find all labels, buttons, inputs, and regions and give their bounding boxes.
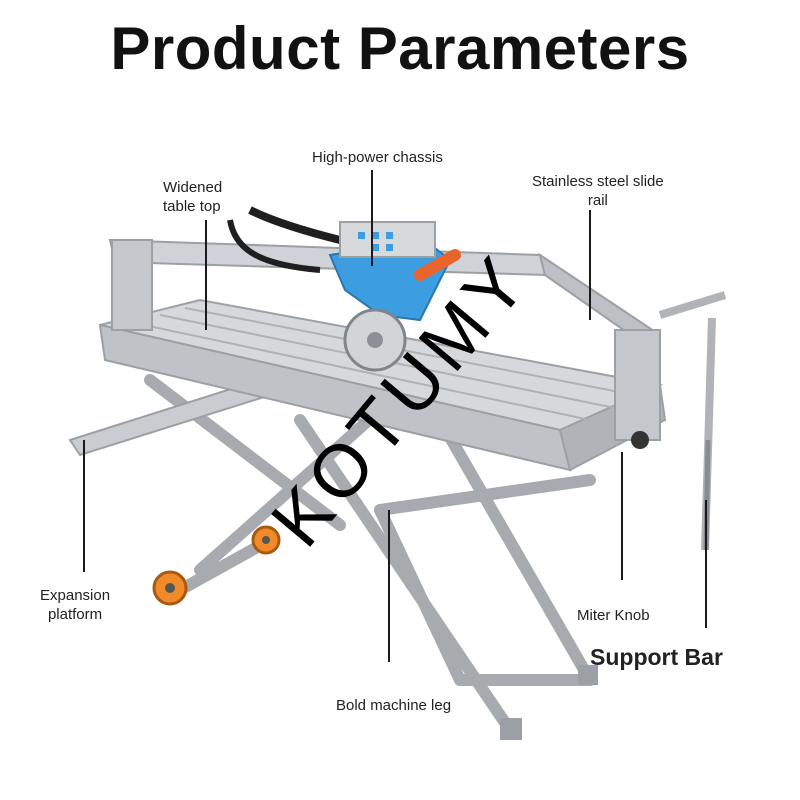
label-high-power-chassis: High-power chassis	[312, 149, 443, 166]
page-title: Product Parameters	[110, 15, 690, 82]
leader-expansion	[83, 440, 85, 572]
label-stainless-rail: Stainless steel slide rail	[532, 173, 664, 209]
label-support-bar: Support Bar	[590, 644, 723, 670]
leader-table-top	[205, 220, 207, 330]
leader-miter	[621, 452, 623, 580]
label-miter-knob: Miter Knob	[577, 607, 650, 624]
leader-leg	[388, 510, 390, 662]
miter-knob	[631, 431, 649, 449]
label-expansion-platform: Expansion platform	[40, 587, 111, 623]
leader-chassis	[371, 170, 373, 266]
leader-support	[705, 500, 707, 628]
label-machine-leg: Bold machine leg	[336, 697, 452, 714]
label-widened-table-top: Widened table top	[163, 179, 223, 215]
leader-rail	[589, 210, 591, 320]
